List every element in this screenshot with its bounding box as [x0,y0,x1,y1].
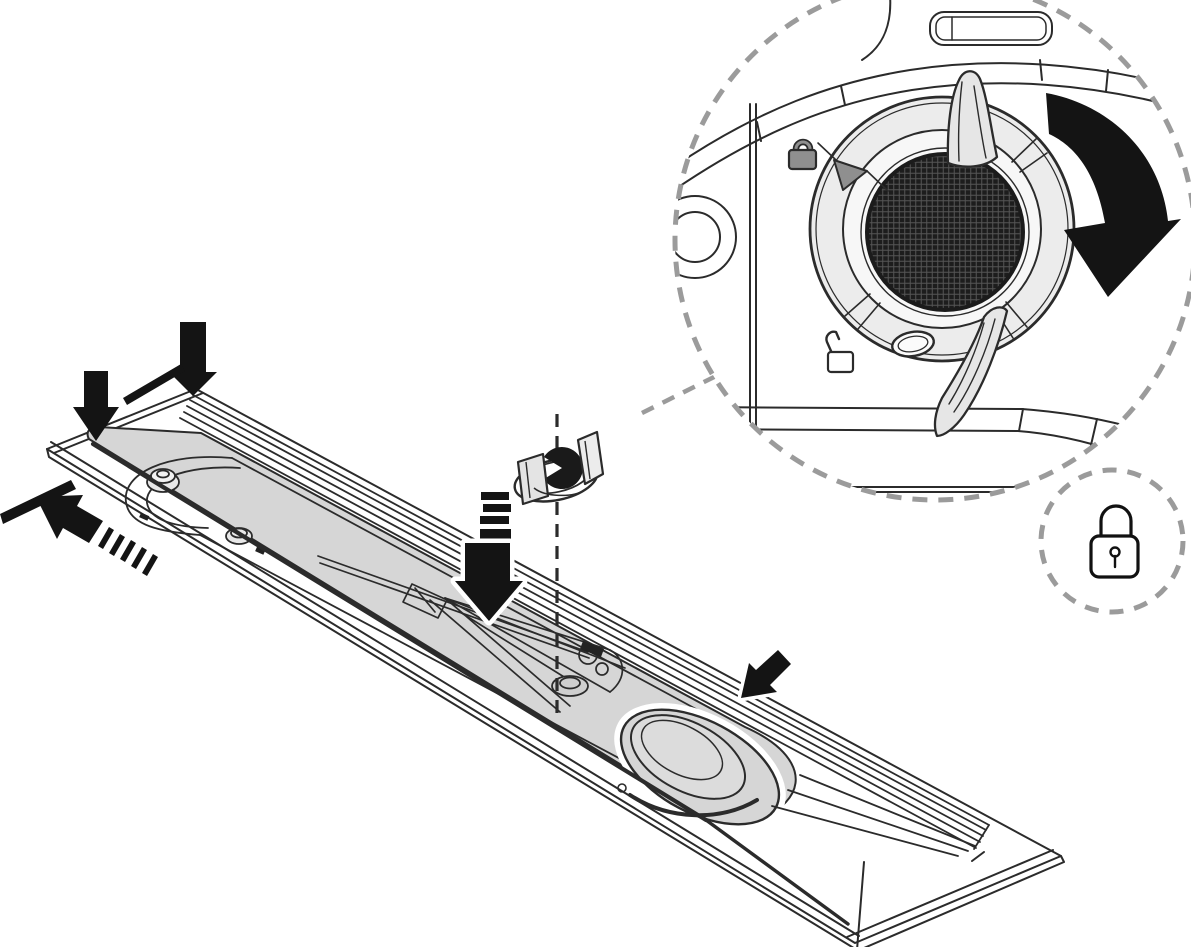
insert-down-arrow-dashes [480,492,511,539]
main-tray-view [46,388,1065,947]
pump-cover [614,702,786,832]
rail-lines [179,394,990,850]
filter-cap-center [544,447,583,489]
tray-plate-thickness [46,448,865,947]
detail-view [675,0,1191,500]
filter-cap-right-tab [576,430,605,486]
filter-mesh [865,152,1025,312]
insert-edge-bar [0,480,76,524]
tray-left-endcap-line [53,392,204,454]
filter-cap-left-tab [516,452,550,506]
knob-bottom-wing [933,306,1009,438]
filter-cap-part [513,430,605,506]
filter-seat [551,675,589,697]
tray-bottom-flange-line [50,441,860,937]
rotate-clockwise-arrow [1046,93,1181,297]
leader-dashed-line [640,369,726,416]
clip-mark-2 [255,546,266,555]
instruction-arrows [0,322,795,702]
lock-closed-icon [787,138,818,171]
insert-down-arrow [455,543,523,621]
side-port-circles [675,195,737,279]
slot-recess [929,11,1053,46]
knob-oval-button [891,330,935,358]
floor-lines [771,774,976,857]
slide-in-arrow-dashed-tail [36,495,103,543]
knob-ring-notches [817,138,1048,339]
tray-endcap-step [971,851,985,862]
latch-slot [580,641,604,657]
pump-cover-shadow [628,793,759,818]
padlock-locked-icon [1089,504,1140,579]
direction-triangle-icon [833,159,868,191]
press-down-arrow-corner [169,322,217,396]
lock-badge [1038,467,1186,615]
lock-open-icon [825,330,855,374]
tray-plate-thickness-right [863,855,1065,947]
channel-shadow-line-end [704,818,850,926]
press-arrow-right [741,650,791,698]
corner-edge-bar [123,364,185,405]
channel-shadow-line [90,441,709,823]
drain-boss [146,468,180,493]
clip-mark-1 [139,512,150,521]
detail-circle-outline [672,0,1191,503]
press-down-arrow-left [73,371,119,441]
slide-in-arrow-dashes [98,527,158,576]
knob-top-wing [946,70,999,168]
tray-right-endcap-line [846,849,1054,938]
